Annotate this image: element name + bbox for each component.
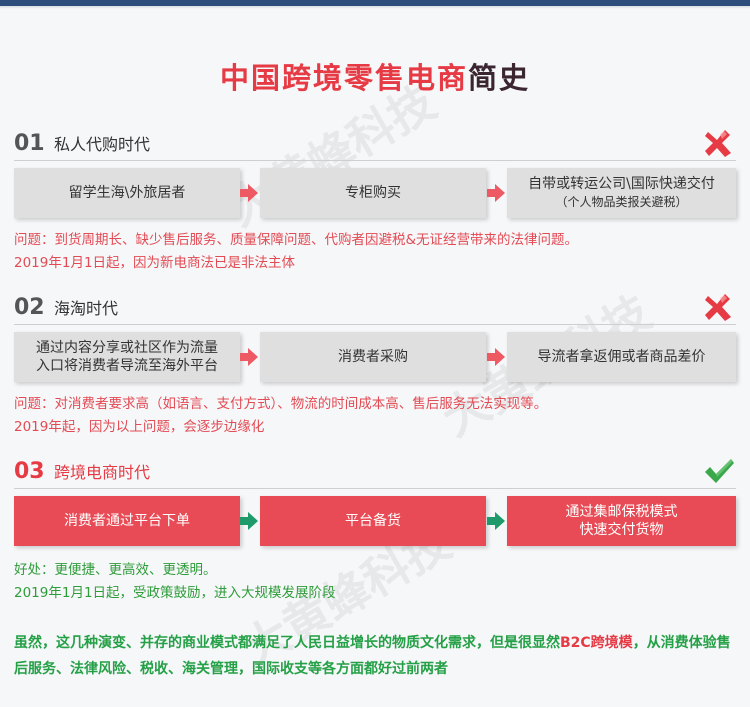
- summary-highlight: B2C跨境模: [560, 635, 633, 651]
- problem-note: 问题：对消费者要求高（如语言、支付方式）、物流的时间成本高、售后服务无法实现等。: [14, 396, 548, 412]
- step-label-line2: 快速交付货物: [579, 522, 664, 538]
- step-box: 通过集邮保税模式 快速交付货物: [507, 496, 736, 546]
- arrow-right-icon: [240, 184, 258, 202]
- summary-text-2: ，从消费体验售后服务、法律风险、税收、海关管理，国际收支等各方面都好过前两者: [14, 635, 731, 677]
- status-note: 2019年1月1日起，受政策鼓励，进入大规模发展阶段: [14, 585, 336, 601]
- status-note: 2019年1月1日起，因为新电商法已是非法主体: [14, 255, 296, 271]
- section-name: 海淘时代: [54, 299, 119, 318]
- section-divider: [14, 488, 736, 489]
- top-bar: [0, 0, 750, 6]
- step-sublabel: （个人物品类报关避税）: [555, 195, 688, 209]
- section-number: 02: [14, 294, 45, 320]
- arrow-right-icon: [487, 184, 505, 202]
- title-part1: 中国跨境零售电商: [219, 61, 468, 95]
- step-box: 通过内容分享或社区作为流量 入口将消费者导流至海外平台: [14, 332, 240, 382]
- step-box: 自带或转运公司\国际快递交付 （个人物品类报关避税）: [507, 168, 736, 218]
- step-label: 消费者采购: [338, 349, 408, 365]
- benefit-note: 好处：更便捷、更高效、更透明。: [14, 562, 217, 578]
- status-note: 2019年起，因为以上问题，会逐步边缘化: [14, 419, 265, 435]
- section-header: 03 跨境电商时代: [14, 456, 150, 486]
- step-label: 留学生海\外旅居者: [68, 185, 186, 201]
- check-mark-icon: [705, 459, 734, 483]
- step-label-line1: 通过内容分享或社区作为流量: [36, 340, 218, 356]
- x-mark-icon: [705, 294, 731, 321]
- step-label-line1: 通过集邮保税模式: [565, 504, 678, 520]
- page-title: 中国跨境零售电商简史: [0, 55, 750, 97]
- step-label: 导流者拿返佣或者商品差价: [537, 349, 706, 365]
- step-box: 消费者通过平台下单: [14, 496, 240, 546]
- arrow-right-icon: [240, 348, 258, 366]
- section-name: 私人代购时代: [54, 135, 151, 154]
- step-label: 消费者通过平台下单: [64, 513, 190, 529]
- step-label: 专柜购买: [345, 185, 401, 201]
- step-box: 专柜购买: [260, 168, 486, 218]
- section-number: 03: [14, 458, 45, 484]
- step-box: 平台备货: [260, 496, 486, 546]
- step-box: 导流者拿返佣或者商品差价: [507, 332, 736, 382]
- section-name: 跨境电商时代: [54, 463, 151, 482]
- arrow-right-icon: [240, 512, 258, 530]
- section-divider: [14, 160, 736, 161]
- section-divider: [14, 324, 736, 325]
- title-part2: 简史: [468, 61, 531, 95]
- section-number: 01: [14, 130, 45, 156]
- step-box: 留学生海\外旅居者: [14, 168, 240, 218]
- summary-paragraph: 虽然，这几种演变、并存的商业模式都满足了人民日益增长的物质文化需求，但是很显然B…: [14, 630, 740, 682]
- step-label: 自带或转运公司\国际快递交付: [528, 176, 715, 192]
- x-mark-icon: [705, 130, 731, 157]
- section-header: 02 海淘时代: [14, 292, 118, 322]
- arrow-right-icon: [487, 512, 505, 530]
- step-label-line2: 入口将消费者导流至海外平台: [36, 358, 218, 374]
- problem-note: 问题：到货周期长、缺少售后服务、质量保障问题、代购者因避税&无证经营带来的法律问…: [14, 232, 579, 248]
- section-header: 01 私人代购时代: [14, 128, 150, 158]
- arrow-right-icon: [487, 348, 505, 366]
- top-bar-shadow: [0, 6, 750, 9]
- step-box: 消费者采购: [260, 332, 486, 382]
- step-label: 平台备货: [345, 513, 401, 529]
- summary-text-1: 虽然，这几种演变、并存的商业模式都满足了人民日益增长的物质文化需求，但是很显然: [14, 635, 560, 651]
